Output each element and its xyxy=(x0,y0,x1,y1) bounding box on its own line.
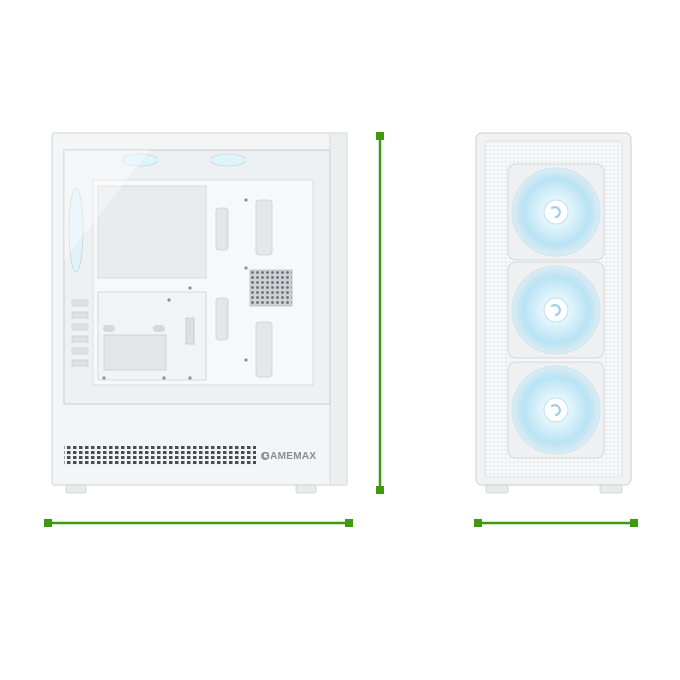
brand-label: GAMEMAX xyxy=(262,451,317,462)
front-width-dimension-line xyxy=(474,519,638,527)
swirl-logo-icon xyxy=(550,206,561,219)
side-depth-dimension-line xyxy=(44,519,353,527)
side-height-dimension-line xyxy=(376,132,384,494)
front-fan-1 xyxy=(507,163,605,261)
brand-logo-icon xyxy=(260,451,270,461)
swirl-logo-icon xyxy=(550,304,561,317)
swirl-logo-icon xyxy=(550,404,561,417)
front-fan-2 xyxy=(507,261,605,359)
front-fan-3 xyxy=(507,361,605,459)
side-view-case xyxy=(51,132,348,494)
